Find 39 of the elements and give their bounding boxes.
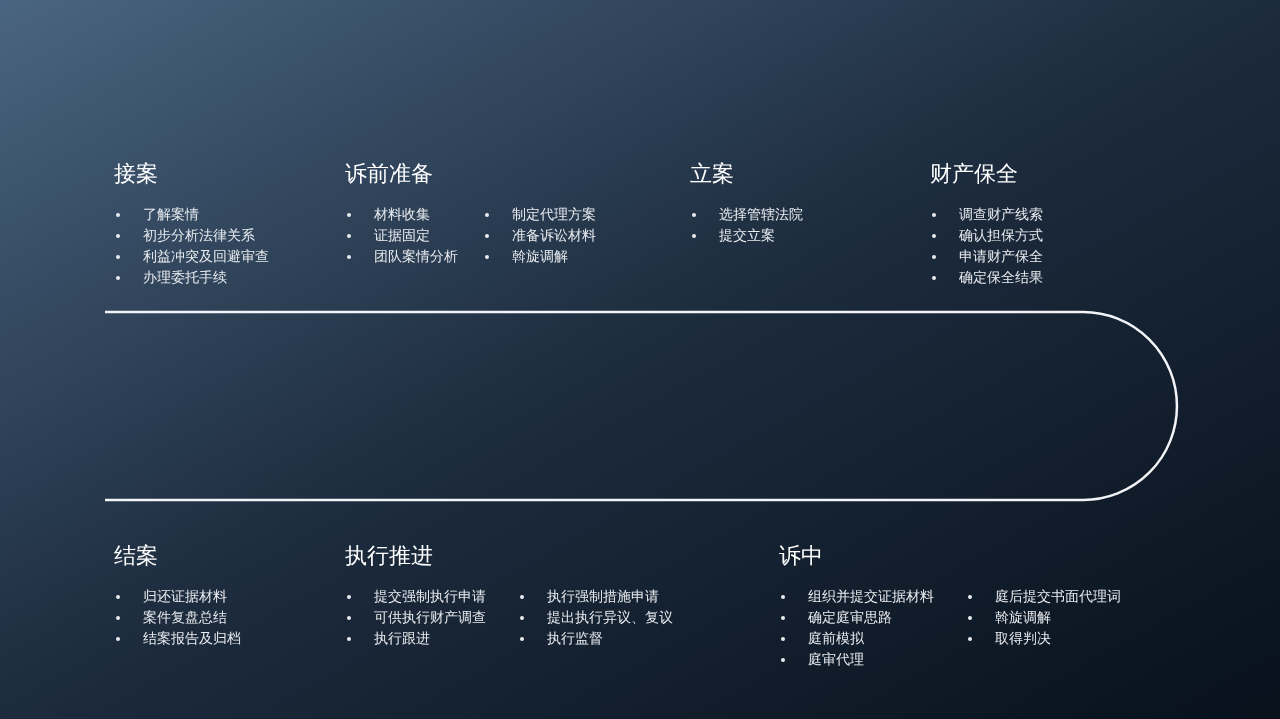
stage-heading: 财产保全 [930, 161, 1018, 187]
list-item-text: 庭后提交书面代理词 [995, 587, 1121, 606]
stage-heading: 执行推进 [345, 543, 433, 569]
list-item-text: 确认担保方式 [959, 226, 1043, 245]
list-item-text: 申请财产保全 [959, 247, 1043, 266]
stage-heading: 立案 [690, 161, 734, 187]
list-item-text: 确定保全结果 [959, 268, 1043, 287]
list-item-text: 团队案情分析 [374, 247, 458, 266]
list-item-text: 了解案情 [143, 205, 199, 224]
list-item-text: 材料收集 [374, 205, 430, 224]
list-item-text: 执行跟进 [374, 629, 430, 648]
list-item-text: 案件复盘总结 [143, 608, 227, 627]
list-item-text: 执行强制措施申请 [547, 587, 659, 606]
list-item-text: 证据固定 [374, 226, 430, 245]
list-item-text: 执行监督 [547, 629, 603, 648]
list-item-text: 准备诉讼材料 [512, 226, 596, 245]
list-item-text: 归还证据材料 [143, 587, 227, 606]
list-item-text: 利益冲突及回避审查 [143, 247, 269, 266]
list-item-text: 庭前模拟 [808, 629, 864, 648]
list-item-text: 初步分析法律关系 [143, 226, 255, 245]
list-item-text: 庭审代理 [808, 650, 864, 669]
list-item-text: 斡旋调解 [995, 608, 1051, 627]
list-item-text: 选择管辖法院 [719, 205, 803, 224]
list-item-text: 取得判决 [995, 629, 1051, 648]
list-item-text: 制定代理方案 [512, 205, 596, 224]
stage-heading: 结案 [114, 543, 158, 569]
list-item-text: 确定庭审思路 [808, 608, 892, 627]
list-item-text: 提出执行异议、复议 [547, 608, 673, 627]
list-item-text: 结案报告及归档 [143, 629, 241, 648]
list-item-text: 斡旋调解 [512, 247, 568, 266]
list-item-text: 组织并提交证据材料 [808, 587, 934, 606]
list-item-text: 办理委托手续 [143, 268, 227, 287]
list-item-text: 提交强制执行申请 [374, 587, 486, 606]
list-item-text: 可供执行财产调查 [374, 608, 486, 627]
list-item-text: 提交立案 [719, 226, 775, 245]
list-item-text: 调查财产线索 [959, 205, 1043, 224]
stage-heading: 接案 [114, 161, 158, 187]
stage-heading: 诉中 [779, 543, 823, 569]
stage-heading: 诉前准备 [345, 161, 433, 187]
